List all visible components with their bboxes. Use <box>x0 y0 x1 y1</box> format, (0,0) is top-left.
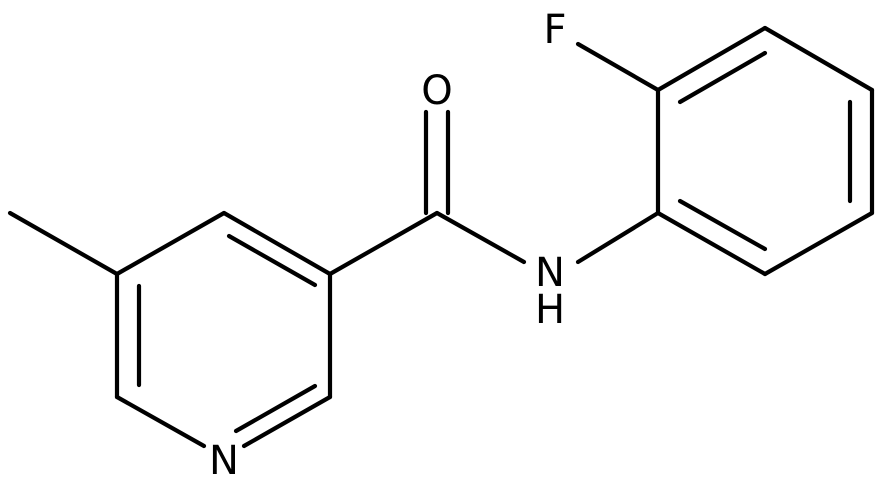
phenyl-bond-c3-c4 <box>762 25 875 93</box>
oxygen-label: O <box>421 68 452 114</box>
pyridine-bond-c2-n1 <box>241 394 333 449</box>
fluorine-bond <box>575 41 661 93</box>
phenyl-double-bond-c2-c3-inner <box>677 50 768 105</box>
amide-nitrogen-label: N <box>535 250 565 296</box>
phenyl-bond-c6-c1 <box>655 210 768 277</box>
pyridine-bond-c4-c3 <box>221 210 333 277</box>
phenyl-bond-c5-c6 <box>762 210 875 277</box>
pyridine-double-bond-c4-c3-inner <box>226 233 318 288</box>
pyridine-bond-c5-c4 <box>114 210 227 277</box>
fluorine-label: F <box>543 7 566 53</box>
amide-hydrogen-label: H <box>535 287 565 333</box>
pyridine-bond-n1-c6 <box>114 394 207 449</box>
pyridine-double-bond-c2-n1-inner <box>233 383 318 434</box>
phenyl-bond-c2-c3 <box>655 25 768 93</box>
amide-bond-carbonyl-n <box>434 210 527 265</box>
amide-bond-n-aryl <box>575 210 661 265</box>
pyridine-nitrogen-label: N <box>209 438 239 484</box>
amide-bond-c3-carbonyl <box>327 210 440 277</box>
phenyl-double-bond-c6-c1-inner <box>677 198 768 252</box>
methyl-bond <box>7 210 120 277</box>
